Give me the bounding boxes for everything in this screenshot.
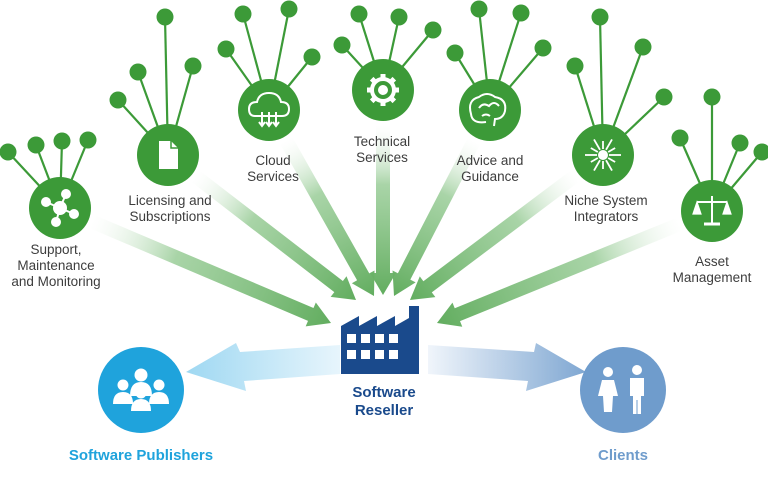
branch-dot — [703, 88, 721, 106]
document-icon — [159, 141, 178, 169]
reseller-label: Software Reseller — [352, 384, 416, 419]
service-label-support: Support, Maintenance and Monitoring — [11, 242, 101, 289]
service-arrow — [280, 137, 375, 297]
branch-dot — [424, 21, 442, 39]
service-node — [217, 0, 321, 141]
branch-dot — [350, 5, 368, 23]
branch-dot — [109, 91, 127, 109]
scales-icon — [692, 196, 732, 226]
service-arrow — [370, 125, 396, 295]
publishers-arrow — [186, 343, 340, 391]
service-arrow — [191, 170, 357, 301]
branch-dot — [79, 131, 97, 149]
branch-dot — [53, 132, 71, 150]
publishers-circle — [98, 347, 184, 433]
service-node — [0, 131, 97, 239]
service-node — [566, 8, 673, 186]
service-node — [109, 8, 202, 186]
service-arrow — [392, 137, 481, 296]
service-node — [671, 88, 768, 242]
burst-icon — [585, 138, 621, 172]
branch-dot — [217, 40, 235, 58]
clients-label: Clients — [597, 447, 648, 464]
branch-dot — [655, 88, 673, 106]
people-icon — [598, 365, 644, 414]
service-label-cloud: Cloud Services — [247, 153, 299, 184]
factory-icon — [341, 306, 419, 374]
service-node — [333, 5, 442, 121]
branch-dot — [280, 0, 298, 18]
service-label-technical: Technical Services — [353, 134, 411, 165]
branch-dot — [634, 38, 652, 56]
branch-dot — [591, 8, 609, 26]
brain-icon — [469, 93, 507, 127]
branch-dot — [470, 0, 488, 18]
branch-dot — [512, 4, 530, 22]
network-icon — [41, 189, 79, 227]
branch-dot — [566, 57, 584, 75]
branch-dot — [753, 143, 768, 161]
service-label-advice: Advice and Guidance — [456, 153, 524, 184]
service-arrow — [410, 170, 580, 301]
service-hub — [459, 79, 521, 141]
service-arrow — [437, 217, 683, 327]
clients-arrow — [428, 343, 586, 391]
branch-dot — [156, 8, 174, 26]
publishers-label: Software Publishers — [68, 447, 214, 464]
audience-icon — [113, 368, 169, 411]
service-label-niche: Niche System Integrators — [564, 193, 648, 224]
service-label-asset: Asset Management — [672, 254, 752, 285]
branch-dot — [0, 143, 17, 161]
branch-dot — [129, 63, 147, 81]
service-label-licensing: Licensing and Subscriptions — [128, 193, 212, 224]
branch-dot — [446, 44, 464, 62]
service-arrow — [89, 215, 332, 327]
branch-dot — [27, 136, 45, 154]
cloud-icon — [247, 91, 291, 128]
clients-circle — [580, 347, 666, 433]
service-node — [446, 0, 552, 141]
branch-dot — [671, 129, 689, 147]
branch-dot — [234, 5, 252, 23]
branch-dot — [184, 57, 202, 75]
branch-dot — [333, 36, 351, 54]
branch-dot — [390, 8, 408, 26]
branch-dot — [303, 48, 321, 66]
service-hub — [238, 79, 300, 141]
branch-dot — [534, 39, 552, 57]
gear-icon — [367, 74, 399, 106]
branch-dot — [731, 134, 749, 152]
